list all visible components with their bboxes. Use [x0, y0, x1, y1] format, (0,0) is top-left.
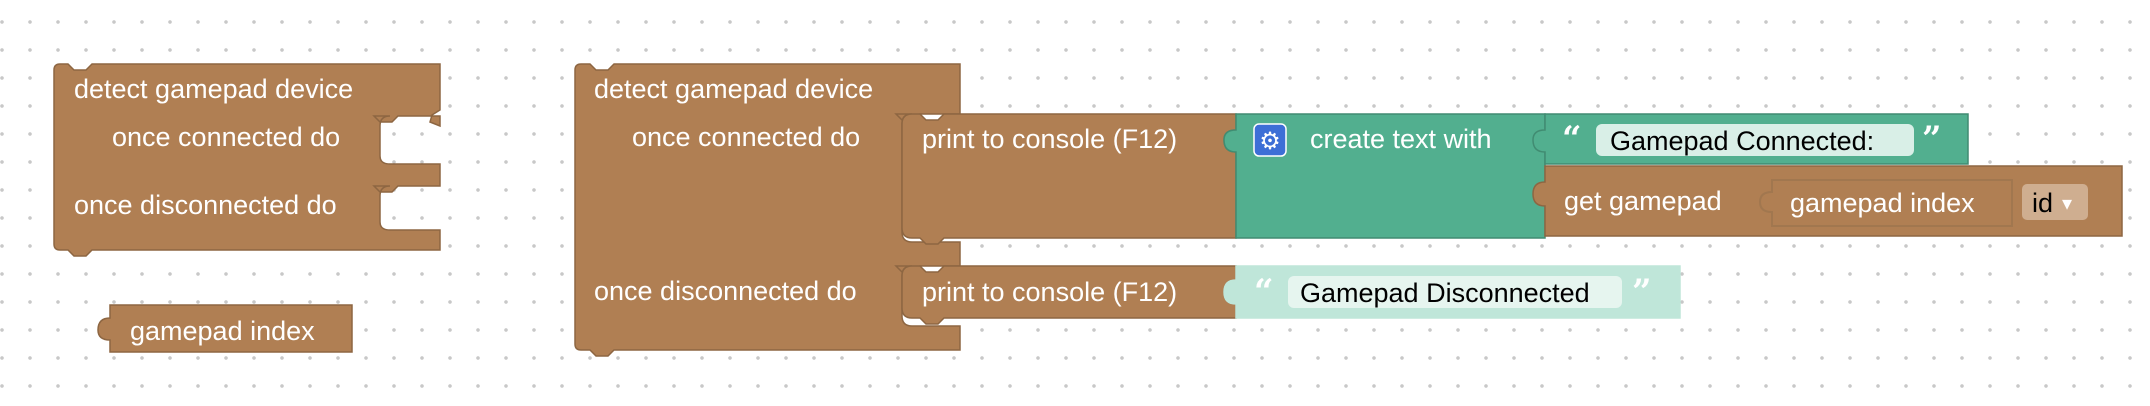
detect-gamepad-block-main[interactable]: detect gamepad device once connected do … — [574, 63, 961, 357]
print-label: print to console (F12) — [922, 277, 1177, 307]
left-double-quote-icon: “ — [1254, 272, 1274, 312]
disconnected-label: once disconnected do — [74, 190, 337, 220]
connected-label: once connected do — [632, 122, 860, 152]
right-double-quote-icon: ” — [1632, 272, 1652, 312]
string-block-connected[interactable]: “ Gamepad Connected: ” — [1532, 113, 1969, 165]
block-title: detect gamepad device — [594, 74, 873, 104]
block-title: detect gamepad device — [74, 74, 353, 104]
print-label: print to console (F12) — [922, 124, 1177, 154]
triangle-down-icon: ▾ — [2062, 191, 2072, 215]
gamepad-index-label: gamepad index — [130, 316, 315, 346]
detect-standalone-shape — [53, 63, 441, 257]
mutator-button-bg — [1253, 123, 1287, 157]
string-block-disconnected[interactable]: “ Gamepad Disconnected ” — [1223, 265, 1681, 319]
dropdown-bg — [2022, 184, 2088, 220]
gamepad-index-shape — [97, 304, 353, 353]
create-text-shape — [1223, 113, 1546, 239]
dropdown-value: id — [2032, 188, 2053, 218]
print-console-block-connected[interactable]: print to console (F12) — [901, 113, 1237, 245]
string-field-connected[interactable]: Gamepad Connected: — [1610, 126, 1874, 156]
right-double-quote-icon: ” — [1922, 119, 1942, 159]
gamepad-index-inner-shape — [1758, 179, 2013, 227]
create-text-label: create text with — [1310, 124, 1492, 154]
text-field-bg — [1596, 124, 1914, 156]
create-text-block[interactable]: ⚙ create text with — [1223, 113, 1546, 239]
print-console-block-disconnected[interactable]: print to console (F12) — [901, 265, 1237, 325]
gamepad-index-label: gamepad index — [1790, 188, 1975, 218]
gamepad-index-block-inner[interactable]: gamepad index id ▾ — [1758, 179, 2088, 227]
text-field-bg — [1288, 276, 1622, 308]
string-field-disconnected[interactable]: Gamepad Disconnected — [1300, 278, 1590, 308]
index-dropdown[interactable]: id ▾ — [2022, 184, 2088, 220]
mutator-gear-button[interactable]: ⚙ — [1253, 123, 1287, 157]
connected-label: once connected do — [112, 122, 340, 152]
gear-icon: ⚙ — [1259, 127, 1281, 155]
detect-gamepad-standalone[interactable]: detect gamepad device once connected do … — [53, 63, 441, 257]
get-gamepad-label: get gamepad — [1564, 186, 1722, 216]
left-double-quote-icon: “ — [1562, 119, 1582, 159]
disconnected-label: once disconnected do — [594, 276, 857, 306]
gamepad-index-block-standalone[interactable]: gamepad index — [97, 304, 353, 353]
